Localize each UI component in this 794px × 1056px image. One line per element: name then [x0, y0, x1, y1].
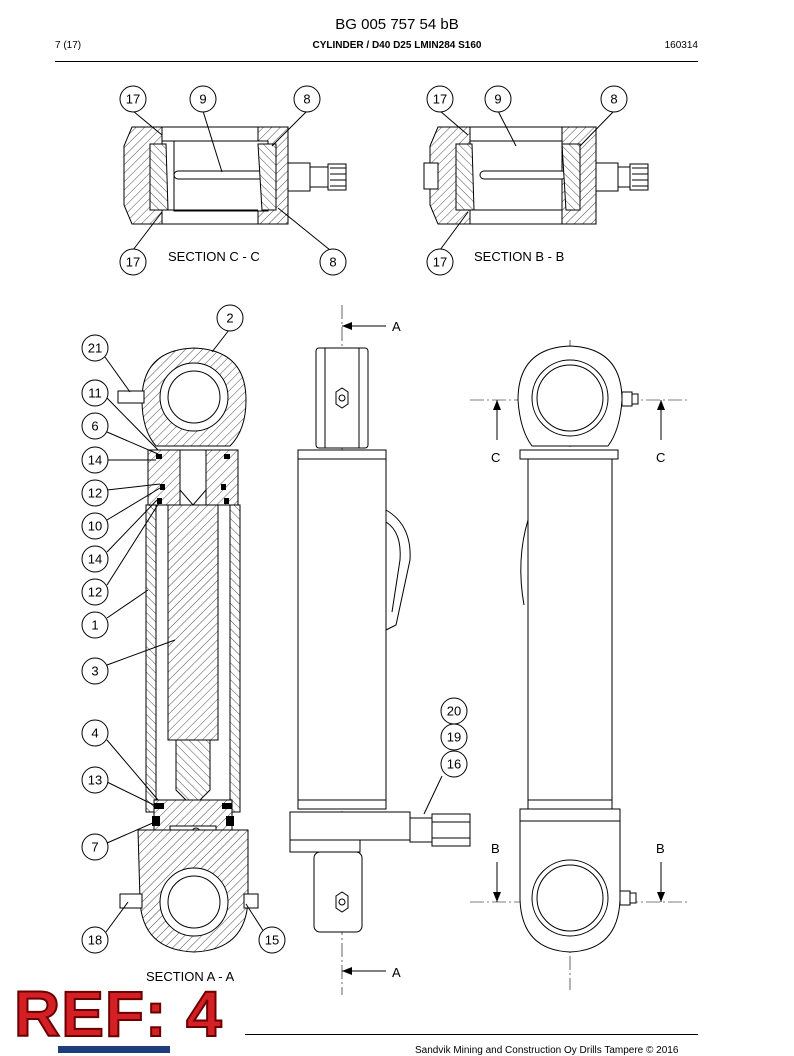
callout-a-4: 4	[81, 719, 109, 747]
section-c-view: SECTION C - C	[123, 110, 347, 264]
callout-c-8-bottom: 8	[319, 248, 347, 276]
svg-text:17: 17	[433, 255, 447, 270]
svg-text:13: 13	[88, 773, 102, 788]
callout-c-17-bottom: 17	[119, 248, 147, 276]
view-b-right-marker: B	[656, 841, 665, 856]
svg-text:16: 16	[447, 757, 461, 772]
view-b-left-marker: B	[491, 841, 500, 856]
svg-text:14: 14	[88, 453, 102, 468]
header-rule	[55, 61, 698, 62]
svg-text:4: 4	[91, 726, 98, 741]
svg-text:9: 9	[494, 92, 501, 107]
svg-text:18: 18	[88, 933, 102, 948]
svg-text:7: 7	[91, 840, 98, 855]
callout-a-12b: 12	[81, 578, 109, 606]
view-a-top-marker: A	[392, 319, 401, 334]
svg-text:8: 8	[329, 255, 336, 270]
page-number: 7 (17)	[55, 40, 82, 51]
view-c-right-marker: C	[656, 450, 665, 465]
callout-a-12a: 12	[81, 479, 109, 507]
svg-text:15: 15	[265, 933, 279, 948]
svg-text:3: 3	[91, 664, 98, 679]
copyright-footer: Sandvik Mining and Construction Oy Drill…	[415, 1045, 679, 1056]
callout-a-6: 6	[81, 412, 109, 440]
svg-text:17: 17	[433, 92, 447, 107]
callout-a-11: 11	[81, 379, 109, 407]
callout-a-10: 10	[81, 512, 109, 540]
callout-c-9: 9	[189, 85, 217, 113]
callout-a-14a: 14	[81, 446, 109, 474]
view-a-bottom-marker: A	[392, 965, 401, 980]
section-c-label: SECTION C - C	[168, 249, 260, 264]
svg-text:8: 8	[303, 92, 310, 107]
svg-text:9: 9	[199, 92, 206, 107]
svg-text:6: 6	[91, 419, 98, 434]
callout-a-18: 18	[81, 926, 109, 954]
svg-text:11: 11	[88, 386, 102, 401]
drawing-title: CYLINDER / D40 D25 LMIN284 S160	[312, 40, 482, 51]
ref-stamp: REF: 4	[13, 978, 223, 1050]
side-view: A A	[289, 305, 471, 995]
callout-a-21: 21	[81, 334, 109, 362]
callout-c-17-top: 17	[119, 85, 147, 113]
view-c-left-marker: C	[491, 450, 500, 465]
callout-a-15: 15	[258, 926, 286, 954]
section-b-view: SECTION B - B	[423, 110, 649, 264]
svg-text:20: 20	[447, 704, 461, 719]
callout-a-7: 7	[81, 833, 109, 861]
callout-a-2: 2	[216, 304, 244, 332]
callout-c-8-top: 8	[293, 85, 321, 113]
svg-text:8: 8	[610, 92, 617, 107]
callout-b-9: 9	[484, 85, 512, 113]
front-view: C C B B	[470, 340, 690, 990]
callout-a-13: 13	[81, 766, 109, 794]
callout-b-17-top: 17	[426, 85, 454, 113]
section-a-view: SECTION A - A	[104, 329, 265, 984]
svg-text:21: 21	[88, 341, 102, 356]
svg-text:2: 2	[226, 311, 233, 326]
svg-text:12: 12	[88, 585, 102, 600]
document-number: BG 005 757 54 bB	[335, 16, 459, 33]
callout-a-14b: 14	[81, 545, 109, 573]
callout-a-3: 3	[81, 657, 109, 685]
callout-s-19: 19	[440, 723, 468, 751]
svg-text:1: 1	[91, 618, 98, 633]
svg-text:14: 14	[88, 552, 102, 567]
company-logo-strip	[58, 1046, 170, 1053]
callout-a-1: 1	[81, 611, 109, 639]
callout-b-8: 8	[600, 85, 628, 113]
callout-s-20: 20	[440, 697, 468, 725]
svg-text:17: 17	[126, 92, 140, 107]
revision-date: 160314	[664, 40, 698, 51]
svg-text:10: 10	[88, 519, 102, 534]
callout-b-17-bottom: 17	[426, 248, 454, 276]
footer-rule	[245, 1034, 698, 1035]
svg-text:17: 17	[126, 255, 140, 270]
section-a-label: SECTION A - A	[146, 969, 234, 984]
svg-text:12: 12	[88, 486, 102, 501]
callout-s-16: 16	[440, 750, 468, 778]
svg-text:19: 19	[447, 730, 461, 745]
section-b-label: SECTION B - B	[474, 249, 564, 264]
